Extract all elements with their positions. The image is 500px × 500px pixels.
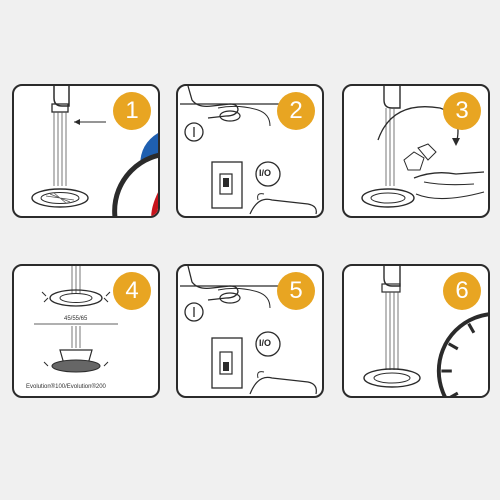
step-6-panel: 6 bbox=[342, 264, 490, 398]
model-label-bottom: Evolution®100/Evolution®200 bbox=[26, 384, 106, 390]
step-1-panel: 1 bbox=[12, 84, 160, 218]
splash-guard-illustration bbox=[34, 266, 118, 373]
clock-icon bbox=[424, 306, 488, 396]
step-number-badge: 1 bbox=[113, 92, 151, 130]
hot-water-drop-icon bbox=[100, 146, 158, 216]
model-label-top: 45/55/65 bbox=[64, 316, 88, 322]
step-4-panel: 45/55/65 Evolution®100/Evolution®200 4 bbox=[12, 264, 160, 398]
switch-label: I/O bbox=[259, 338, 272, 348]
step-number-badge: 4 bbox=[113, 272, 151, 310]
step-3-panel: 3 bbox=[342, 84, 490, 218]
switch-label: I/O bbox=[259, 168, 272, 178]
faucet-running-water-illustration bbox=[31, 86, 106, 208]
step-number-badge: 5 bbox=[277, 272, 315, 310]
step-number-badge: 6 bbox=[443, 272, 481, 310]
run-water-timer-illustration bbox=[363, 266, 421, 388]
step-2-panel: I/O 2 bbox=[176, 84, 324, 218]
step-number-badge: 2 bbox=[277, 92, 315, 130]
step-5-panel: I/O 5 bbox=[176, 264, 324, 398]
step-number-badge: 3 bbox=[443, 92, 481, 130]
